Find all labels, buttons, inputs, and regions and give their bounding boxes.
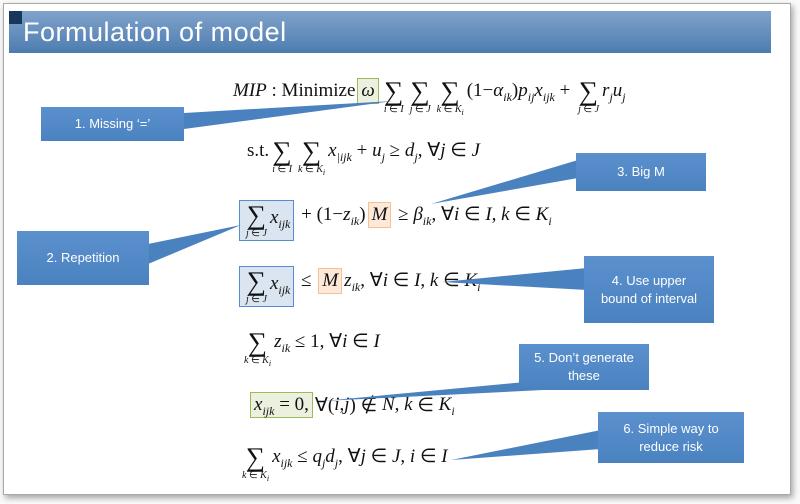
callout-pointer-6 [451, 430, 601, 460]
callout-label: 4. Use upper bound of interval [600, 272, 698, 306]
callout-pointer-2 [148, 225, 241, 264]
callout-upper-bound: 4. Use upper bound of interval [584, 256, 714, 323]
formula-zero-fixing: xijk = 0,∀(i,j) ∉ N, k ∈ Ki [248, 392, 455, 418]
callout-dont-generate: 5. Don’t generate these [519, 344, 649, 390]
title-bar: Formulation of model [9, 11, 771, 53]
callout-reduce-risk: 6. Simple way to reduce risk [598, 412, 744, 463]
slide-title: Formulation of model [23, 16, 287, 47]
callout-label: 5. Don’t generate these [534, 350, 634, 383]
callout-label: 3. Big M [617, 164, 665, 180]
callout-label: 6. Simple way to reduce risk [623, 420, 719, 454]
header-accent-square [9, 11, 22, 24]
callout-label: 1. Missing ‘=’ [74, 116, 151, 132]
callout-missing-equals: 1. Missing ‘=’ [41, 107, 184, 141]
callout-big-m: 3. Big M [576, 153, 706, 191]
callout-repetition: 2. Repetition [17, 231, 149, 285]
callout-label: 2. Repetition [46, 250, 120, 266]
